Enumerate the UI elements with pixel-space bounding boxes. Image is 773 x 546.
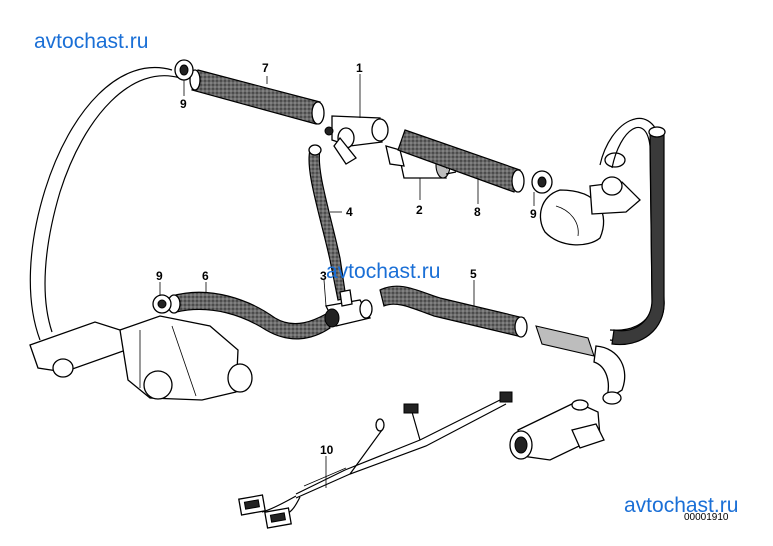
callout-7: 7: [262, 61, 269, 75]
callout-6: 6: [202, 269, 209, 283]
left-return-line: [29, 67, 181, 341]
hose-5: [379, 285, 528, 338]
callout-9-top: 9: [180, 97, 187, 111]
hose-6: [167, 291, 331, 340]
callout-2: 2: [416, 203, 423, 217]
callout-3: 3: [320, 269, 327, 283]
lower-right-valve: [509, 399, 605, 461]
callout-8: 8: [474, 205, 481, 219]
right-riser-hose: [599, 118, 666, 346]
wiring-harness-10: [238, 391, 513, 529]
callout-4: 4: [346, 205, 353, 219]
hose-8: [397, 129, 525, 193]
watermark-bottom-right: avtochast.ru: [624, 494, 739, 517]
callout-9-lower: 9: [156, 269, 163, 283]
watermark-top-left: avtochast.ru: [34, 30, 149, 53]
hose-7: [189, 69, 325, 125]
document-number: 00001910: [684, 512, 729, 523]
elbow-hose-right: [535, 325, 626, 405]
clamp-9-right: [531, 170, 553, 194]
leader-lines: [159, 74, 535, 488]
tee-fitting-1: [324, 115, 389, 165]
clamp-9-lower: [152, 294, 172, 314]
callout-10: 10: [320, 443, 334, 457]
connector-3: [324, 289, 373, 328]
watermark-center: avtochast.ru: [326, 260, 441, 283]
clamp-9-top: [174, 59, 194, 81]
callout-9-right: 9: [530, 207, 537, 221]
right-nozzle-housing: [539, 152, 641, 246]
callout-labels: 7 1 9 4 2 8 9 9 6 3 5 10: [156, 61, 537, 457]
callout-5: 5: [470, 267, 477, 281]
left-valve-body: [29, 315, 253, 401]
callout-1: 1: [356, 61, 363, 75]
